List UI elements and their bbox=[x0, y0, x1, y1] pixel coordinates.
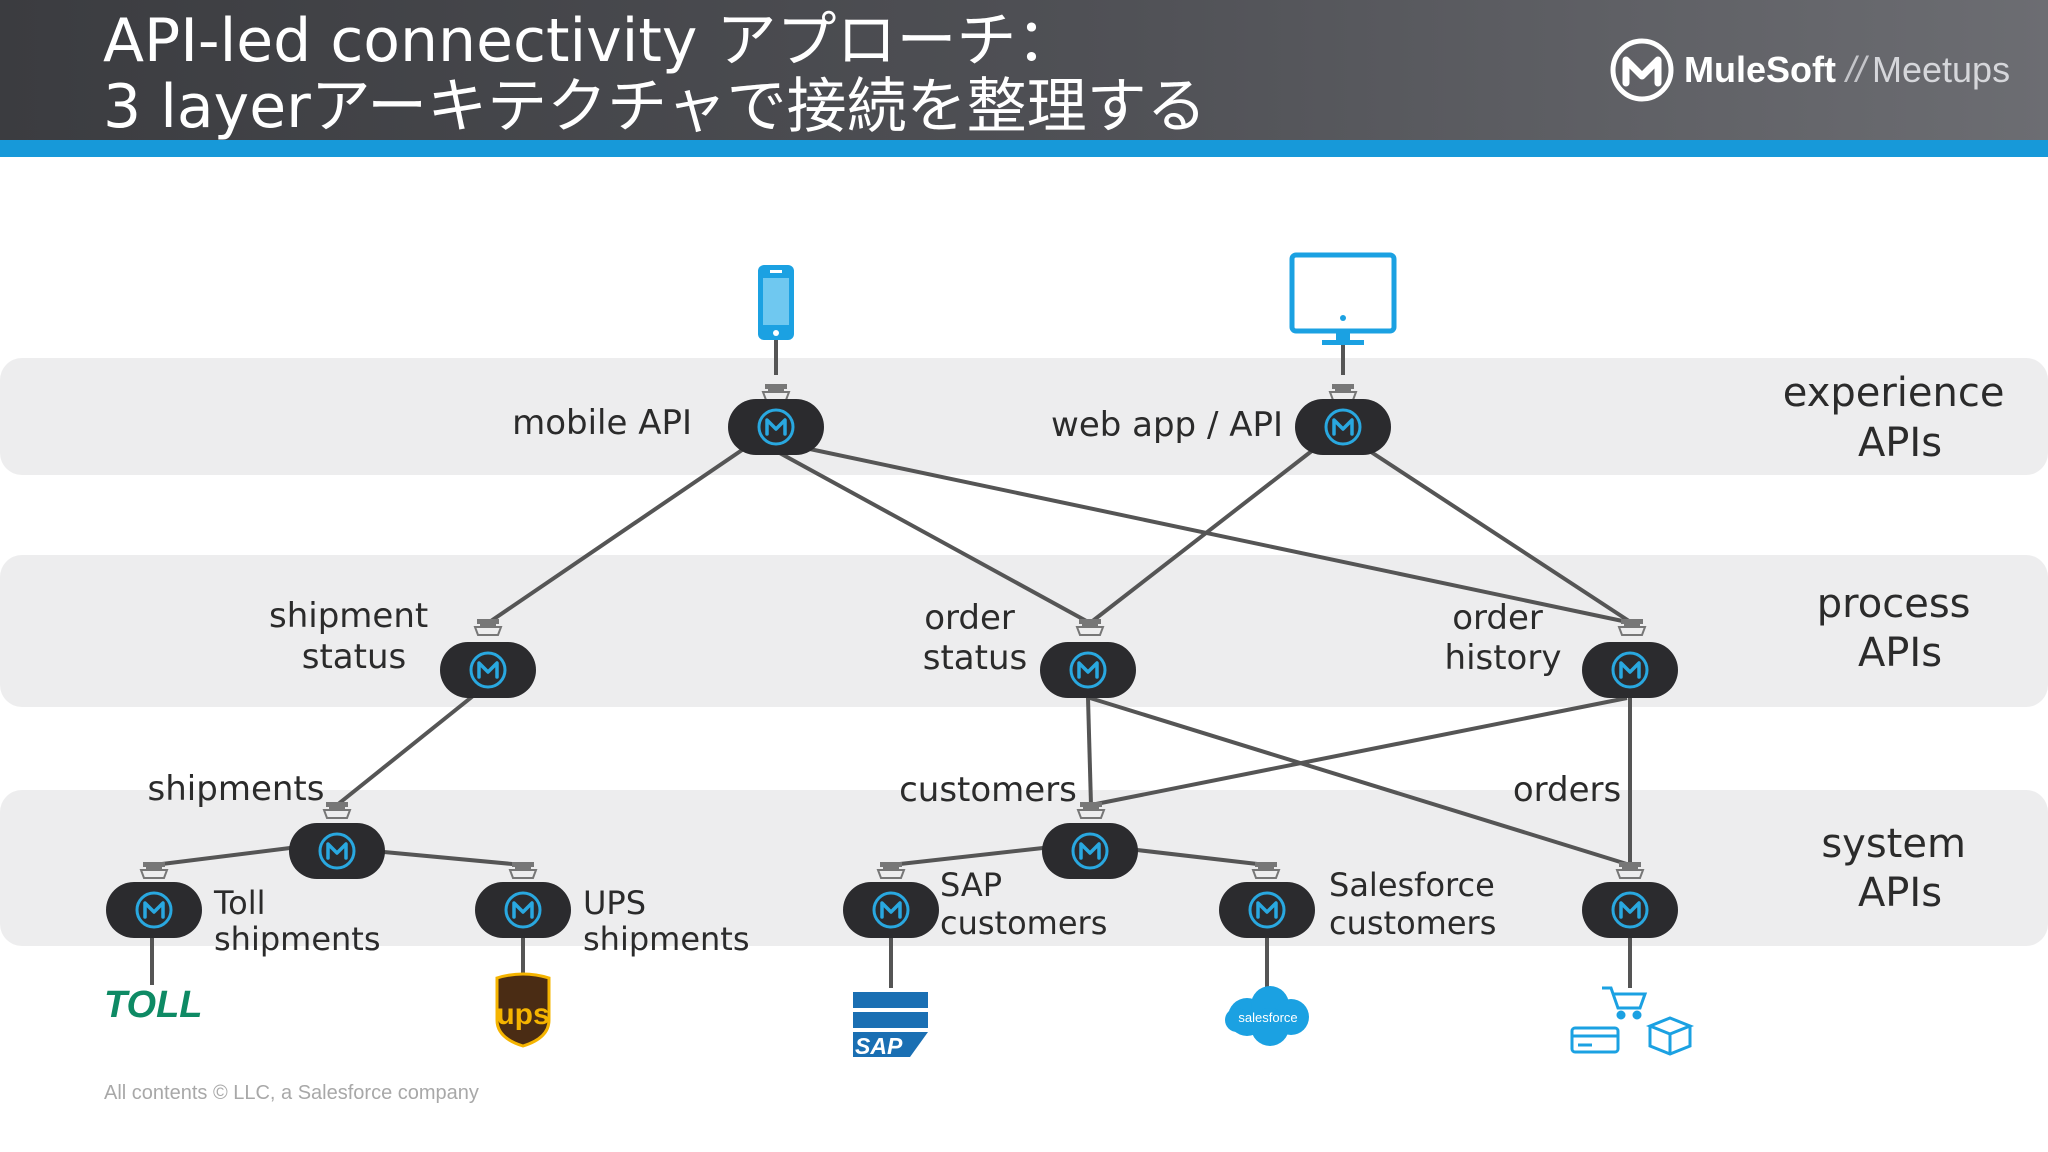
label-order-status: order status bbox=[923, 598, 1027, 678]
customers-node bbox=[1040, 821, 1140, 881]
toll-logo: TOLL bbox=[104, 984, 203, 1026]
shipments-node bbox=[287, 821, 387, 881]
layer-label-system: system APIs bbox=[1821, 821, 1978, 916]
svg-text:ups: ups bbox=[496, 998, 549, 1031]
header: API-led connectivity アプローチ： 3 layerアーキテク… bbox=[0, 0, 2048, 142]
label-salesforce-customers: Salesforce customers bbox=[1329, 866, 1505, 942]
credit-card-icon bbox=[1570, 1026, 1620, 1054]
svg-text:salesforce: salesforce bbox=[1238, 1010, 1297, 1025]
line-web-order-status bbox=[1088, 448, 1315, 625]
salesforce-cloud-logo: salesforce bbox=[1225, 986, 1309, 1046]
salesforce-customers-node bbox=[1217, 880, 1317, 940]
mulesoft-logo-icon bbox=[1610, 38, 1674, 102]
label-shipment-status: shipment status bbox=[269, 596, 439, 677]
line-shipments-ups bbox=[383, 850, 524, 867]
ups-shipments-node bbox=[473, 880, 573, 940]
mobile-phone-icon bbox=[758, 265, 794, 340]
layer-label-experience: experience APIs bbox=[1783, 370, 2017, 466]
web-app-api-node bbox=[1293, 397, 1393, 457]
order-status-node bbox=[1038, 640, 1138, 700]
line-mobile-order-history bbox=[804, 446, 1633, 625]
line-shipment-status-shipments bbox=[335, 694, 475, 807]
label-orders: orders bbox=[1513, 770, 1621, 810]
toll-shipments-node bbox=[104, 880, 204, 940]
connection-lines bbox=[150, 340, 1634, 988]
line-customers-salesforce bbox=[1136, 848, 1267, 867]
line-shipments-toll bbox=[153, 846, 291, 867]
line-customers-sap bbox=[890, 846, 1044, 867]
svg-text:SAP: SAP bbox=[855, 1033, 903, 1059]
label-sap-customers: SAP customers bbox=[940, 866, 1107, 942]
layer-label-process: process APIs bbox=[1817, 581, 1983, 676]
label-toll-shipments: Toll shipments bbox=[213, 884, 381, 958]
order-system-icons bbox=[1570, 986, 1695, 1056]
logo-separator: // bbox=[1845, 49, 1866, 90]
ups-logo: ups bbox=[495, 972, 551, 1048]
desktop-monitor-icon bbox=[1289, 252, 1397, 345]
line-mobile-shipment-status bbox=[486, 446, 747, 625]
logo-sub: Meetups bbox=[1872, 49, 2011, 90]
sap-logo: SAP bbox=[853, 992, 928, 1059]
mobile-api-node bbox=[726, 397, 826, 457]
line-order-status-orders bbox=[1089, 696, 1631, 867]
label-customers: customers bbox=[899, 770, 1077, 810]
shopping-cart-icon bbox=[1602, 986, 1648, 1020]
orders-system-node bbox=[1580, 880, 1680, 940]
logo-brand: MuleSoft bbox=[1684, 49, 1836, 90]
label-mobile-api: mobile API bbox=[512, 403, 692, 443]
label-web-app-api: web app / API bbox=[1051, 405, 1283, 445]
mulesoft-meetups-logo: MuleSoft // Meetups bbox=[1610, 34, 2010, 106]
title-line-1: API-led connectivity アプローチ： bbox=[103, 6, 1077, 76]
line-order-status-customers bbox=[1086, 697, 1093, 806]
label-ups-shipments: UPS shipments bbox=[583, 884, 750, 958]
experience-layer-band bbox=[0, 358, 2048, 475]
order-history-node bbox=[1580, 640, 1680, 700]
package-box-icon bbox=[1645, 1016, 1695, 1056]
sap-customers-node bbox=[841, 880, 941, 940]
title-line-2: 3 layerアーキテクチャで接続を整理する bbox=[103, 72, 1207, 142]
footer-copyright: All contents © LLC, a Salesforce company bbox=[104, 1082, 479, 1104]
line-mobile-order-status bbox=[775, 449, 1091, 625]
label-shipments: shipments bbox=[148, 769, 325, 809]
line-web-order-history bbox=[1366, 448, 1634, 625]
shipment-status-node bbox=[438, 640, 538, 700]
header-accent-bar bbox=[0, 140, 2048, 157]
label-order-history: order history bbox=[1445, 598, 1562, 678]
line-order-history-customers bbox=[1090, 696, 1628, 807]
svg-text:TOLL: TOLL bbox=[104, 984, 203, 1026]
